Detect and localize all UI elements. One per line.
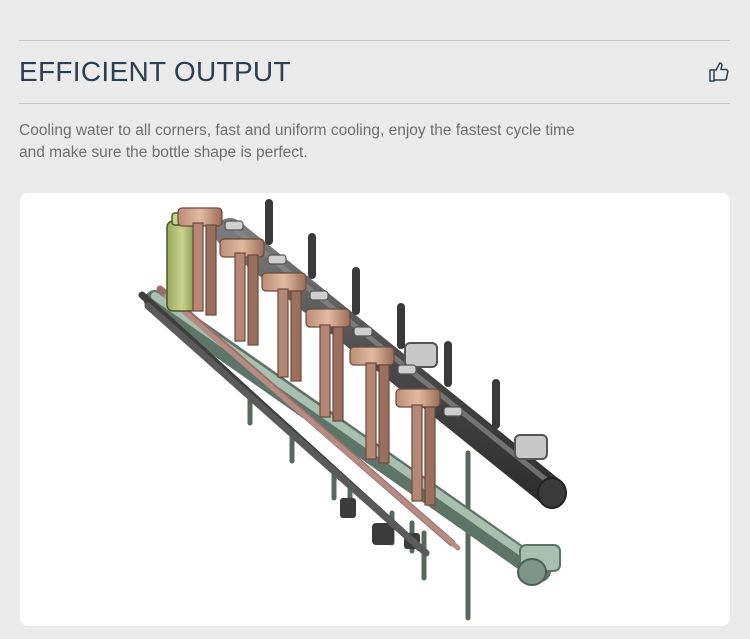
thumbs-up-icon — [709, 62, 729, 82]
bottom-divider — [19, 103, 730, 104]
product-image-card — [20, 193, 730, 626]
section-title: EFFICIENT OUTPUT — [19, 56, 291, 87]
top-divider — [19, 40, 730, 41]
cooling-manifold-illustration — [138, 199, 567, 621]
section-description: Cooling water to all corners, fast and u… — [19, 122, 575, 161]
like-button[interactable] — [707, 60, 731, 84]
